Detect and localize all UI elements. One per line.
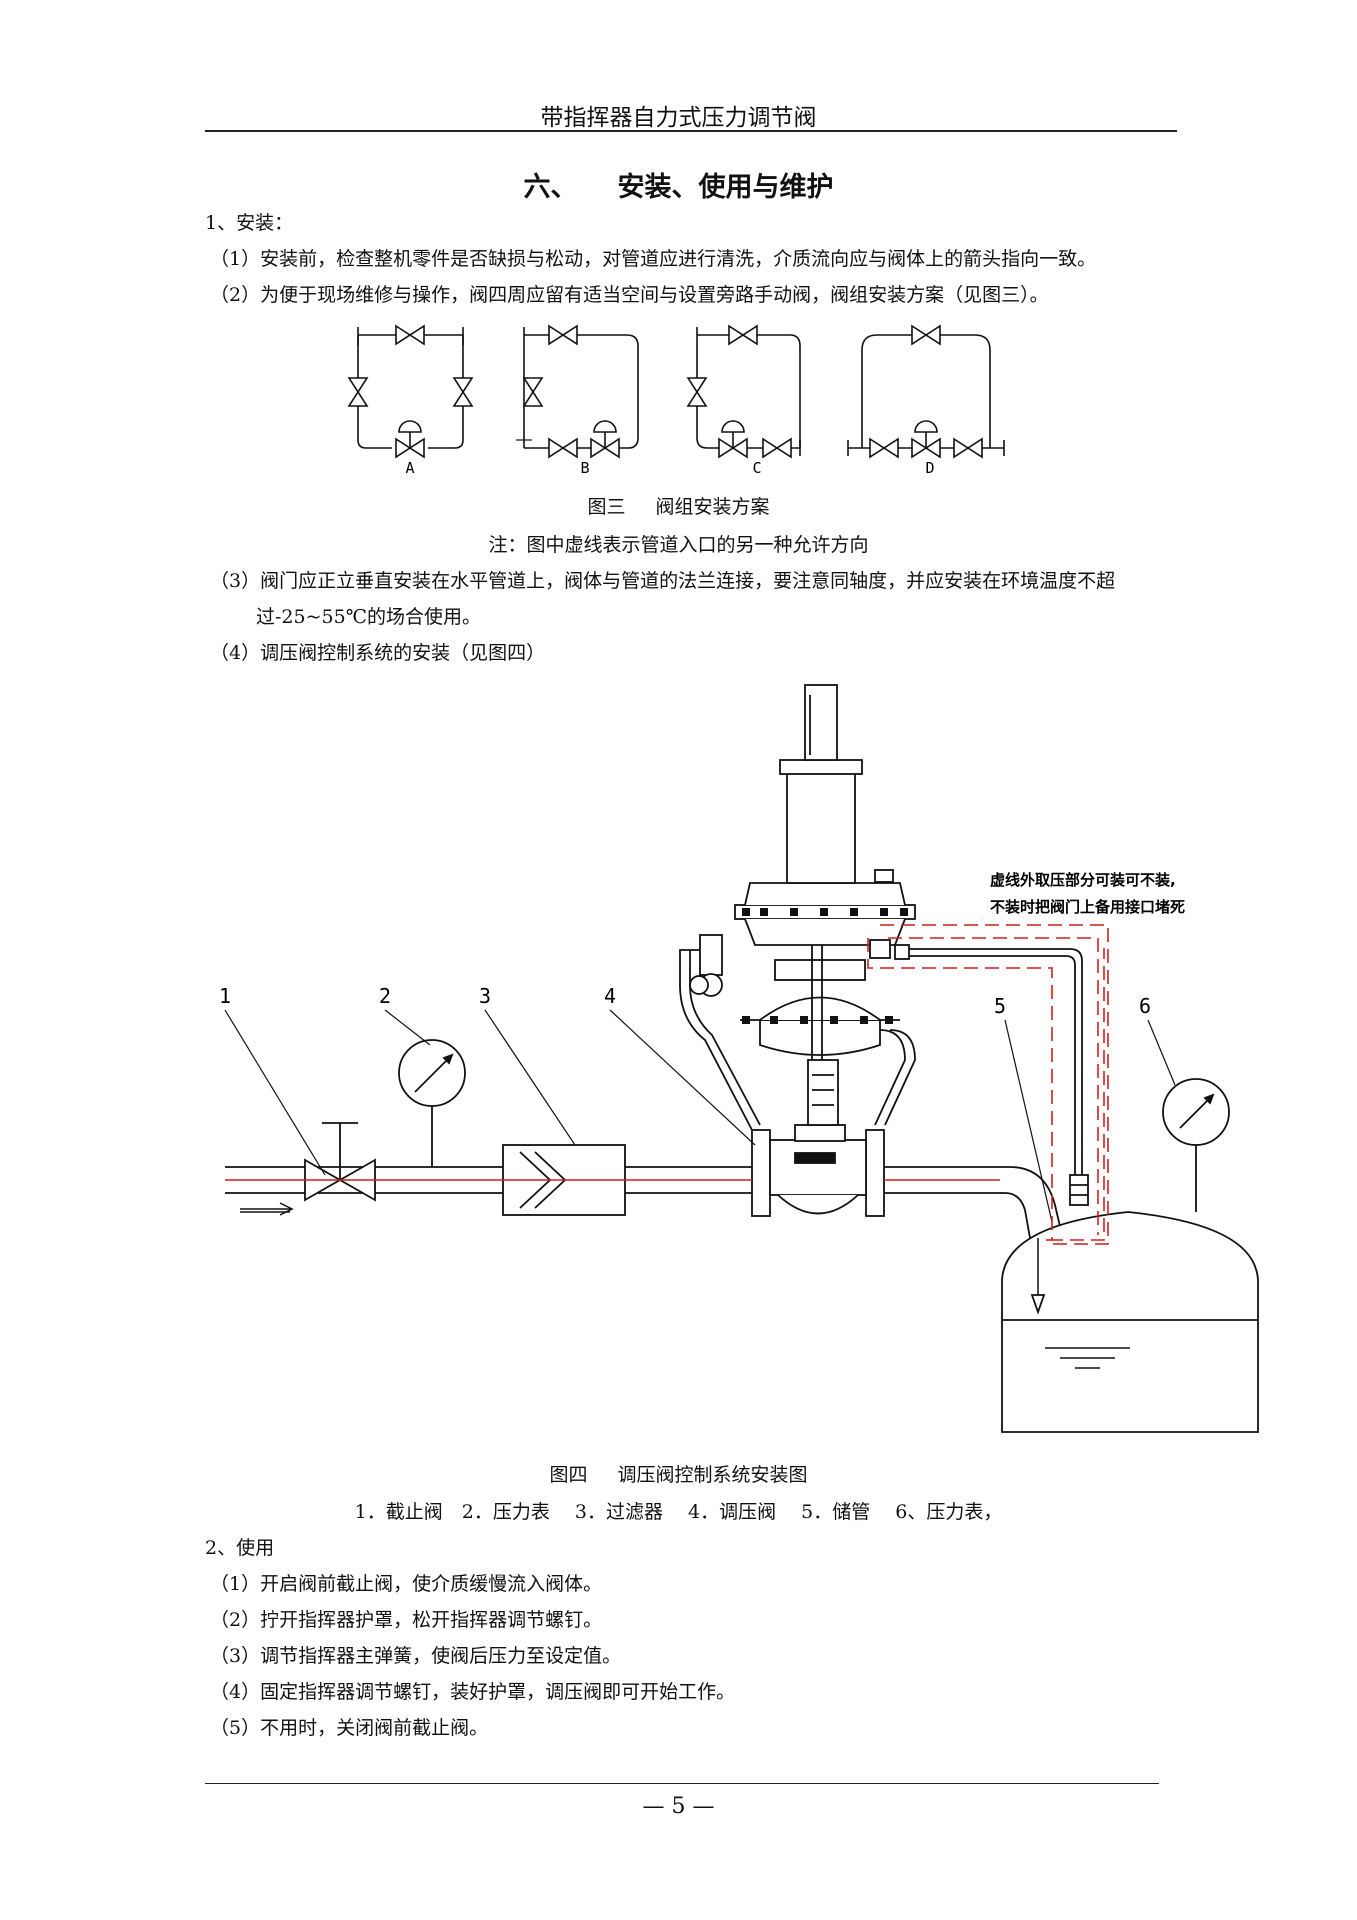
callout-1: 1 [219,984,231,1008]
usage-item-5: （5）不用时，关闭阀前截止阀。 [210,1717,489,1739]
section-number: 六、 [523,172,578,203]
optional-sensing-boundary [867,924,1109,1245]
install-item-1: （1）安装前，检查整机零件是否缺损与松动，对管道应进行清洗，介质流向应与阀体上的… [210,248,1097,270]
figure4-annotation-line1: 虚线外取压部分可装可不装, [990,871,1176,889]
figure3-note: 注：图中虚线表示管道入口的另一种允许方向 [488,534,869,556]
stop-valve [304,1122,376,1202]
callout-4: 4 [604,984,616,1008]
pressure-gauge-1 [398,1039,466,1167]
regulator-valve [679,684,1089,1217]
running-header: 带指挥器自力式压力调节阀 [540,105,817,131]
scheme-c [687,325,801,458]
callout-5: 5 [994,994,1006,1018]
page-number: — 5 — [642,1794,715,1819]
section-title-text: 安装、使用与维护 [617,172,834,203]
usage-item-4: （4）固定指挥器调节螺钉，装好护罩，调压阀即可开始工作。 [210,1681,736,1703]
usage-item-3: （3）调节指挥器主弹簧，使阀后压力至设定值。 [210,1645,622,1667]
figure3-diagram [348,325,1005,458]
scheme-label-b: B [580,459,589,477]
scheme-label-a: A [405,459,414,477]
install-item-3: （3）阀门应正立垂直安装在水平管道上，阀体与管道的法兰连接，要注意同轴度，并应安… [210,570,1116,592]
callout-2: 2 [379,984,391,1008]
install-item-2: （2）为便于现场维修与操作，阀四周应留有适当空间与设置旁路手动阀，阀组安装方案（… [210,284,1049,306]
figure4-caption-num: 图四 [549,1464,588,1486]
header-rule [205,130,1177,132]
section-title: 六、 安装、使用与维护 [0,165,1357,204]
scheme-label-c: C [752,459,761,477]
scheme-d [847,325,1005,458]
figure3-caption-num: 图三 [587,496,626,518]
footer-rule [205,1783,1159,1784]
figure4-legend: 1．截止阀 2．压力表 3．过滤器 4．调压阀 5．储管 6、压力表， [354,1501,1003,1523]
install-heading: 1、安装： [205,212,294,234]
callout-6: 6 [1139,994,1151,1018]
figure3-caption-title: 阀组安装方案 [655,496,770,518]
usage-item-1: （1）开启阀前截止阀，使介质缓慢流入阀体。 [210,1573,603,1595]
figure4-caption-title: 调压阀控制系统安装图 [617,1464,808,1486]
callout-3: 3 [479,984,491,1008]
scheme-b [516,325,639,458]
scheme-a [348,325,473,458]
figure3-caption: 图三 阀组安装方案 [0,492,1357,519]
storage-tank [1001,1211,1259,1433]
usage-item-2: （2）拧开指挥器护罩，松开指挥器调节螺钉。 [210,1609,603,1631]
scheme-label-d: D [925,459,934,477]
install-item-3-cont: 过-25~55℃的场合使用。 [256,606,481,628]
pressure-gauge-2 [1162,1078,1230,1212]
usage-heading: 2、使用 [205,1537,275,1559]
figure4-caption: 图四 调压阀控制系统安装图 [0,1460,1357,1487]
install-item-4: （4）调压阀控制系统的安装（见图四） [210,642,546,664]
figure4-annotation-line2: 不装时把阀门上备用接口堵死 [990,898,1185,916]
figure4-diagram [224,684,1259,1433]
